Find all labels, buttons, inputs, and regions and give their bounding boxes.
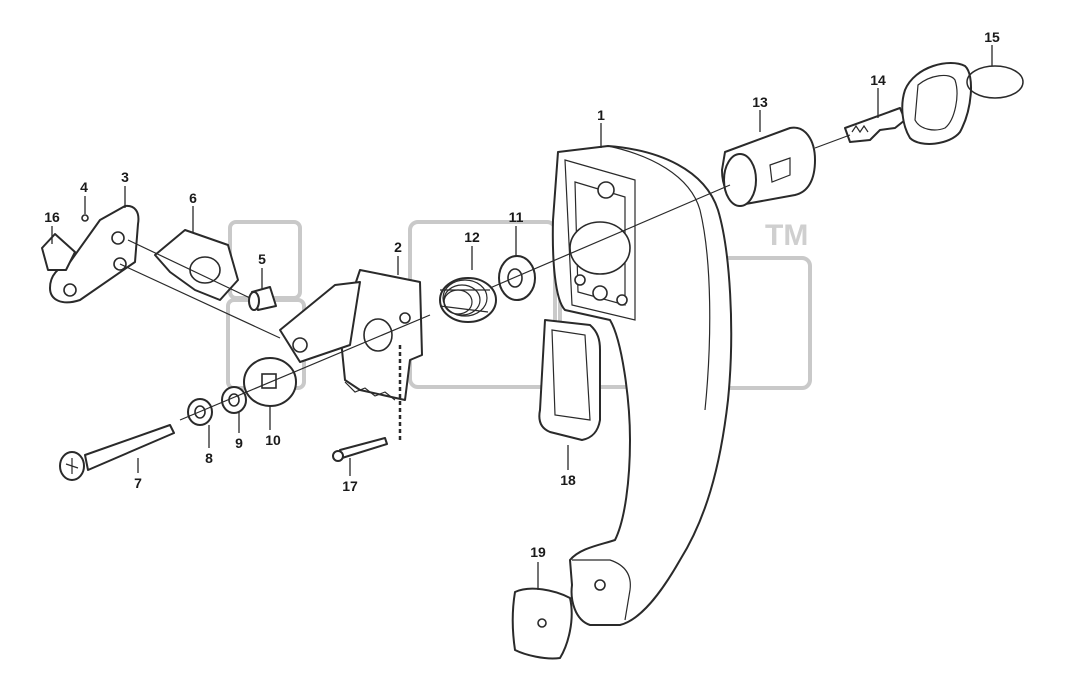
label-5: 5 bbox=[258, 251, 266, 267]
lock-cylinder-part bbox=[721, 126, 816, 207]
label-14: 14 bbox=[870, 72, 886, 88]
label-4: 4 bbox=[80, 179, 88, 195]
label-15: 15 bbox=[984, 29, 1000, 45]
callout-labels: 1 2 3 4 5 6 7 8 9 10 11 12 13 14 15 16 1… bbox=[44, 29, 1000, 560]
label-6: 6 bbox=[189, 190, 197, 206]
leader-lines bbox=[51, 45, 993, 590]
label-11: 11 bbox=[509, 209, 524, 225]
assembly-axis-lines bbox=[119, 134, 851, 421]
handle-body-part bbox=[551, 145, 733, 626]
label-1: 1 bbox=[597, 107, 605, 123]
washer-part-9 bbox=[221, 386, 247, 414]
bracket-part bbox=[154, 229, 239, 301]
bushing-part bbox=[248, 286, 277, 311]
latch-plate-part bbox=[279, 269, 423, 440]
end-pad-part bbox=[511, 587, 573, 660]
key-part bbox=[844, 62, 972, 145]
label-17: 17 bbox=[342, 478, 358, 494]
long-bolt-part bbox=[59, 424, 175, 481]
label-18: 18 bbox=[560, 472, 576, 488]
label-2: 2 bbox=[394, 239, 402, 255]
label-3: 3 bbox=[121, 169, 129, 185]
label-13: 13 bbox=[752, 94, 768, 110]
spring-part bbox=[439, 277, 497, 323]
small-screw-part bbox=[332, 437, 388, 462]
lever-plate-part bbox=[49, 204, 140, 304]
label-16: 16 bbox=[44, 209, 60, 225]
clip-part bbox=[41, 233, 76, 271]
label-19: 19 bbox=[530, 544, 546, 560]
label-10: 10 bbox=[265, 432, 281, 448]
gasket-part bbox=[538, 319, 601, 441]
label-9: 9 bbox=[235, 435, 243, 451]
trademark-label: TM bbox=[765, 219, 808, 252]
label-8: 8 bbox=[205, 450, 213, 466]
label-7: 7 bbox=[134, 475, 142, 491]
pin-part bbox=[81, 214, 89, 222]
label-12: 12 bbox=[464, 229, 480, 245]
washer-part-11 bbox=[498, 255, 536, 301]
key-ring-part bbox=[966, 65, 1024, 99]
